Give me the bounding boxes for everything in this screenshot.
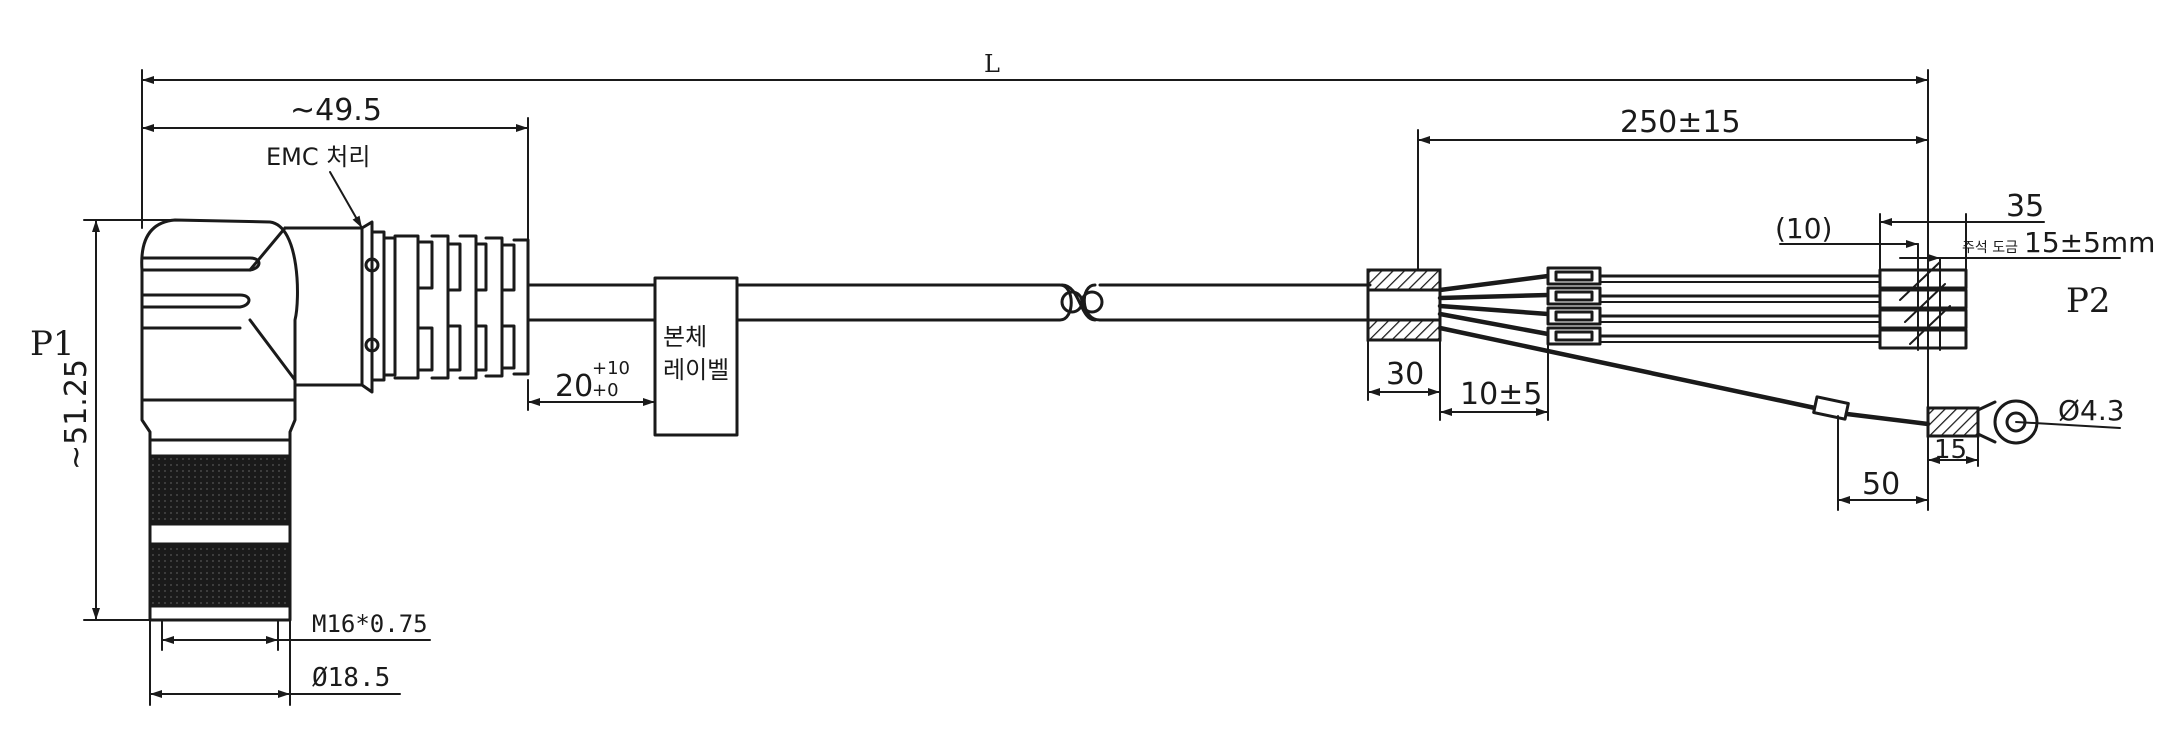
dimension-lines [83, 69, 2121, 706]
label-breakout-length: 250±15 [1620, 105, 1741, 140]
body-label-line2: 레이벨 [663, 356, 729, 384]
label-p1: P1 [30, 324, 75, 364]
breakout-wires [1437, 257, 2039, 445]
label-offset-base: 20 [555, 369, 593, 404]
breakout-sleeve [1366, 268, 1442, 342]
label-emc: EMC 처리 [266, 143, 370, 171]
label-sleeve-to-terminal: 10±5 [1460, 377, 1542, 412]
label-offset-plus: +10 [592, 358, 630, 379]
label-strip-total: 35 [2006, 189, 2044, 224]
label-diameter-nut: Ø18.5 [312, 663, 390, 693]
main-cable [526, 283, 1372, 322]
label-height-connector: ~51.25 [59, 359, 94, 470]
body-label-line1: 본체 [663, 323, 707, 351]
label-strip-inner: (10) [1775, 212, 1832, 245]
label-tin-length: 15±5mm [2024, 226, 2155, 259]
label-length-total: L [984, 50, 1000, 78]
p1-connector [140, 218, 530, 622]
label-tin-note: 주석 도금 [1962, 240, 2018, 256]
label-ring-sleeve: 15 [1934, 435, 1967, 465]
dimension-labels: P1 P2 L ~49.5 EMC 처리 ~51.25 M16*0.75 Ø18… [30, 50, 2155, 693]
label-length-connector: ~49.5 [290, 93, 382, 128]
label-p2: P2 [2066, 281, 2111, 321]
body-label: 본체 레이벨 [653, 276, 739, 437]
label-sleeve-length: 30 [1386, 357, 1424, 392]
label-ring-marker: 50 [1862, 467, 1900, 502]
label-ring-diameter: Ø4.3 [2058, 394, 2125, 427]
label-thread: M16*0.75 [312, 610, 428, 638]
label-offset-minus: +0 [592, 380, 619, 401]
